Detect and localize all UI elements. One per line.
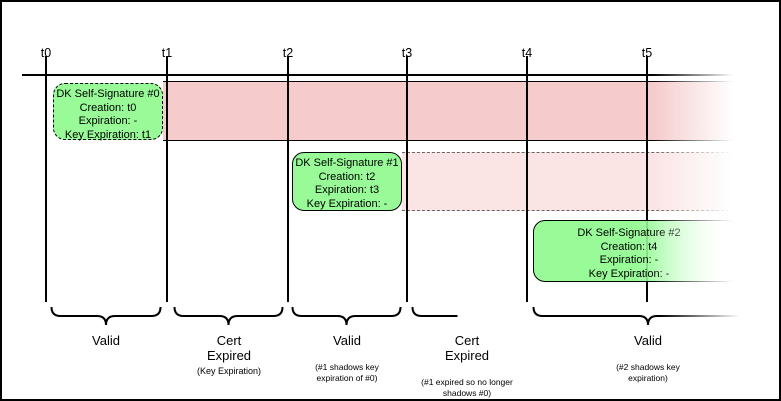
tick-label-t4: t4 (521, 46, 533, 60)
signature-title: DK Self-Signature #0 (56, 88, 160, 100)
period-label-group-1: Valid (46, 333, 166, 348)
timeline-gridline-t2 (287, 56, 289, 302)
period-brace-1 (50, 305, 162, 329)
tick-label-t2: t2 (282, 46, 294, 60)
signature-expiration: Expiration: - (599, 254, 659, 266)
period-label-group-2: Cert Expired (Key Expiration) (169, 333, 289, 377)
signature-box-0: DK Self-Signature #0 Creation: t0 Expira… (53, 83, 163, 141)
tick-label-t3: t3 (401, 46, 413, 60)
period-brace-5 (532, 305, 764, 329)
signature-key-expiration: Key Expiration: - (306, 197, 388, 210)
period-brace-3 (291, 305, 402, 329)
signature-creation: Creation: t4 (600, 240, 658, 253)
timeline-gridline-t4 (526, 56, 528, 302)
period-note: (#2 shadows key expiration) (616, 362, 680, 383)
tick-label-t5: t5 (641, 46, 653, 60)
period-note: (#1 expired so no longer shadows #0) (421, 377, 513, 398)
timeline-gridline-t5 (646, 56, 648, 302)
period-note: (#1 shadows key expiration of #0) (315, 362, 379, 383)
signature-title: DK Self-Signature #1 (295, 157, 399, 169)
signature-creation: Creation: t2 (318, 170, 376, 183)
signature-creation: Creation: t0 (79, 101, 137, 114)
period-label-group-3: Valid (#1 shadows key expiration of #0) (287, 333, 407, 384)
period-brace-4 (411, 305, 522, 329)
signature-key-expiration: Key Expiration: t1 (64, 128, 152, 141)
period-note: (Key Expiration) (196, 366, 262, 376)
period-label: Valid (634, 333, 662, 348)
signature-expiration: Expiration: - (78, 115, 138, 127)
period-brace-2 (173, 305, 284, 329)
tick-label-t1: t1 (161, 46, 173, 60)
period-label: Valid (92, 333, 120, 348)
timeline-gridline-t0 (45, 56, 47, 302)
period-label: Valid (333, 333, 361, 348)
period-label-group-4: Cert Expired (#1 expired so no longer sh… (407, 333, 527, 399)
timeline-gridline-t1 (166, 56, 168, 302)
period-label-group-5: Valid (#2 shadows key expiration) (588, 333, 708, 384)
signature-box-1: DK Self-Signature #1 Creation: t2 Expira… (292, 152, 402, 211)
key-expired-band-sig0 (163, 81, 739, 141)
timeline-axis (22, 74, 747, 76)
period-label: Cert Expired (206, 333, 252, 363)
signature-expiration: Expiration: t3 (314, 184, 380, 196)
period-label: Cert Expired (444, 333, 490, 363)
tick-label-t0: t0 (40, 46, 52, 60)
timeline-gridline-t3 (406, 56, 408, 302)
fade-overlay (652, 57, 779, 315)
signature-key-expiration: Key Expiration: - (588, 267, 670, 280)
